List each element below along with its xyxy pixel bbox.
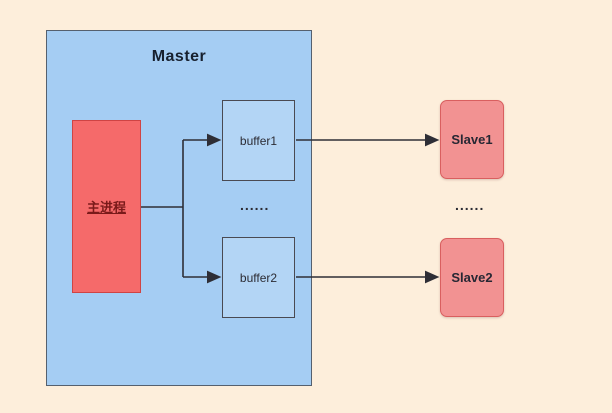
buffer2-node: buffer2 bbox=[222, 237, 295, 318]
slave2-label: Slave2 bbox=[451, 270, 493, 285]
main-process-label: 主进程 bbox=[86, 200, 126, 215]
slave1-label: Slave1 bbox=[451, 132, 493, 147]
buffer2-label: buffer2 bbox=[239, 270, 278, 285]
main-process-node: 主进程 bbox=[72, 120, 141, 293]
slave2-node: Slave2 bbox=[440, 238, 504, 317]
master-title: Master bbox=[151, 48, 207, 65]
buffer1-label: buffer1 bbox=[239, 133, 278, 148]
slaves-ellipsis: ...... bbox=[455, 197, 485, 213]
slave1-node: Slave1 bbox=[440, 100, 504, 179]
buffer1-node: buffer1 bbox=[222, 100, 295, 181]
buffers-ellipsis: ...... bbox=[240, 197, 270, 213]
